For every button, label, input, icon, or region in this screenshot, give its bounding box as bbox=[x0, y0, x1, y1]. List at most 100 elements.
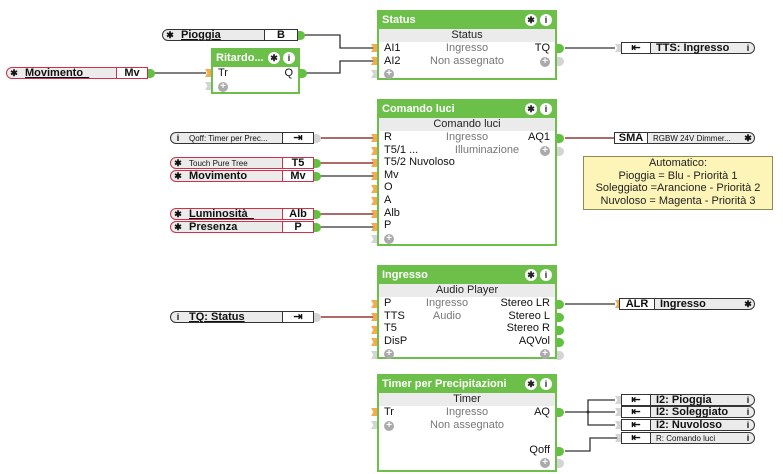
info-icon[interactable]: i bbox=[540, 378, 552, 390]
gear-icon[interactable]: ✱ bbox=[174, 208, 182, 219]
input-pin[interactable] bbox=[205, 69, 211, 77]
output-pin[interactable] bbox=[557, 44, 564, 53]
gear-icon[interactable]: ✱ bbox=[744, 298, 752, 309]
info-icon[interactable]: i bbox=[176, 312, 180, 322]
input-pin[interactable] bbox=[615, 434, 621, 442]
output-connector-i2-pioggia[interactable]: ⇤ I2: Pioggia i bbox=[621, 394, 755, 406]
output-pin[interactable] bbox=[314, 159, 321, 168]
gear-icon[interactable]: ✱ bbox=[166, 29, 174, 40]
add-input-icon[interactable]: + bbox=[218, 81, 228, 92]
gear-icon[interactable]: ✱ bbox=[174, 221, 182, 232]
input-connector-movimento[interactable]: ✱ Movimento Mv bbox=[170, 170, 314, 182]
input-pin[interactable] bbox=[371, 172, 377, 180]
input-pin[interactable] bbox=[371, 44, 377, 52]
block-header[interactable]: Ingresso ✱i bbox=[379, 267, 555, 284]
input-connector-qoff-timer[interactable]: i Qoff: Timer per Prec... ⇥ bbox=[170, 132, 314, 144]
output-pin[interactable] bbox=[557, 338, 564, 347]
output-connector-r-comando-luci[interactable]: ⇤ R: Comando luci i bbox=[621, 432, 755, 444]
input-pin[interactable] bbox=[371, 70, 377, 78]
input-pin[interactable] bbox=[615, 421, 621, 429]
gear-icon[interactable]: ✱ bbox=[525, 14, 537, 26]
input-connector-pioggia[interactable]: ✱ Pioggia B bbox=[162, 29, 298, 41]
output-pin[interactable] bbox=[314, 172, 321, 181]
output-pin[interactable] bbox=[300, 69, 307, 78]
output-pin[interactable] bbox=[557, 57, 564, 66]
output-pin[interactable] bbox=[557, 326, 564, 335]
output-pin[interactable] bbox=[557, 313, 564, 322]
info-icon[interactable]: i bbox=[540, 269, 552, 281]
input-pin[interactable] bbox=[205, 82, 211, 90]
input-connector-movimento-top[interactable]: ✱ Movimento_ Mv bbox=[6, 67, 148, 79]
output-pin[interactable] bbox=[314, 313, 321, 322]
add-output-icon[interactable]: + bbox=[540, 145, 550, 156]
output-connector-i2-nuvoloso[interactable]: ⇤ I2: Nuvoloso i bbox=[621, 419, 755, 431]
input-pin[interactable] bbox=[371, 197, 377, 205]
input-pin[interactable] bbox=[371, 235, 377, 243]
output-pin[interactable] bbox=[557, 134, 564, 143]
output-connector-alr[interactable]: ALR Ingresso ✱ bbox=[619, 298, 755, 310]
info-icon[interactable]: i bbox=[746, 420, 750, 430]
input-pin[interactable] bbox=[371, 223, 377, 231]
output-pin[interactable] bbox=[314, 210, 321, 219]
output-pin[interactable] bbox=[314, 223, 321, 232]
block-header[interactable]: Timer per Precipitazioni ✱i bbox=[379, 376, 555, 393]
gear-icon[interactable]: ✱ bbox=[174, 157, 182, 168]
add-input-icon[interactable]: + bbox=[384, 420, 394, 431]
block-header[interactable]: Status ✱i bbox=[379, 12, 555, 29]
output-connector-i2-soleggiato[interactable]: ⇤ I2: Soleggiato i bbox=[621, 406, 755, 418]
input-pin[interactable] bbox=[371, 57, 377, 65]
input-pin[interactable] bbox=[371, 326, 377, 334]
input-pin[interactable] bbox=[371, 421, 377, 429]
info-icon[interactable]: i bbox=[746, 43, 750, 53]
input-pin[interactable] bbox=[615, 408, 621, 416]
output-pin[interactable] bbox=[557, 459, 564, 468]
input-pin[interactable] bbox=[371, 147, 377, 155]
add-input-icon[interactable]: + bbox=[384, 69, 394, 80]
input-pin[interactable] bbox=[371, 338, 377, 346]
output-pin[interactable] bbox=[148, 69, 155, 78]
output-connector-tts-ingresso[interactable]: ⇤ TTS: Ingresso i bbox=[621, 42, 755, 54]
output-pin[interactable] bbox=[298, 31, 305, 40]
info-icon[interactable]: i bbox=[176, 133, 180, 143]
input-pin[interactable] bbox=[371, 351, 377, 359]
input-pin[interactable] bbox=[615, 44, 621, 52]
block-header[interactable]: Comando luci ✱i bbox=[379, 101, 555, 118]
add-output-icon[interactable]: + bbox=[540, 458, 550, 469]
input-connector-presenza[interactable]: ✱ Presenza P bbox=[170, 221, 314, 233]
input-pin[interactable] bbox=[371, 210, 377, 218]
input-pin[interactable] bbox=[371, 300, 377, 308]
info-icon[interactable]: i bbox=[746, 433, 750, 443]
output-pin[interactable] bbox=[557, 147, 564, 156]
add-output-icon[interactable]: + bbox=[540, 56, 550, 67]
output-pin[interactable] bbox=[557, 300, 564, 309]
input-pin[interactable] bbox=[371, 134, 377, 142]
input-connector-tq-status[interactable]: i TQ: Status ⇥ bbox=[170, 311, 314, 323]
input-pin[interactable] bbox=[371, 408, 377, 416]
gear-icon[interactable]: ✱ bbox=[525, 269, 537, 281]
info-icon[interactable]: i bbox=[746, 407, 750, 417]
output-pin[interactable] bbox=[557, 351, 564, 360]
input-pin[interactable] bbox=[371, 313, 377, 321]
input-pin[interactable] bbox=[371, 185, 377, 193]
gear-icon[interactable]: ✱ bbox=[744, 132, 752, 143]
output-connector-sma[interactable]: SMA RGBW 24V Dimmer... ✱ bbox=[614, 132, 755, 144]
add-input-icon[interactable]: + bbox=[384, 233, 394, 244]
gear-icon[interactable]: ✱ bbox=[525, 103, 537, 115]
gear-icon[interactable]: ✱ bbox=[268, 52, 280, 64]
gear-icon[interactable]: ✱ bbox=[525, 378, 537, 390]
add-output-icon[interactable]: + bbox=[540, 349, 550, 360]
output-pin[interactable] bbox=[557, 447, 564, 456]
gear-icon[interactable]: ✱ bbox=[174, 170, 182, 181]
input-pin[interactable] bbox=[615, 300, 621, 308]
input-connector-luminosita[interactable]: ✱ Luminosità_ Alb bbox=[170, 208, 314, 220]
info-icon[interactable]: i bbox=[540, 14, 552, 26]
input-pin[interactable] bbox=[615, 396, 621, 404]
gear-icon[interactable]: ✱ bbox=[10, 67, 18, 78]
output-pin[interactable] bbox=[557, 408, 564, 417]
add-input-icon[interactable]: + bbox=[384, 349, 394, 360]
